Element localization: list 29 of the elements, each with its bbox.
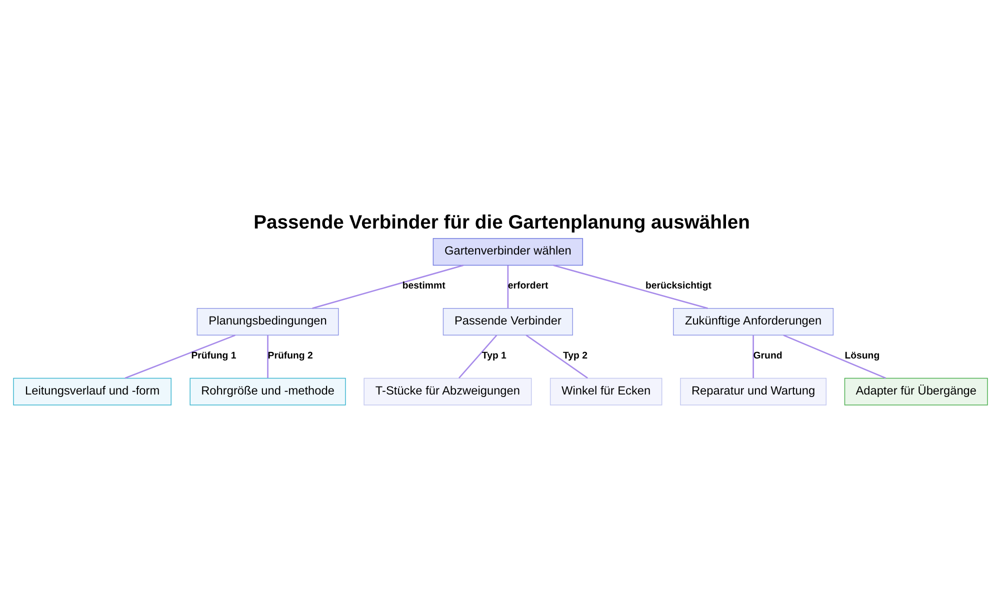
node-box: T-Stücke für Abzweigungen [363, 377, 532, 405]
node-box: Reparatur und Wartung [680, 377, 826, 405]
node-box: Planungsbedingungen [196, 308, 338, 336]
edge-label: Grund [752, 350, 782, 361]
node-box: Winkel für Ecken [549, 377, 662, 405]
edge-label: berücksichtigt [644, 280, 711, 292]
edge-label: Prüfung 1 [190, 350, 236, 361]
connector [552, 264, 708, 308]
diagram-title: Passende Verbinder für die Gartenplanung auswählen [253, 212, 750, 234]
connector [525, 334, 588, 378]
node-box: Rohrgröße und -methode [189, 377, 346, 405]
edge-label: Typ 2 [562, 350, 587, 361]
connector [312, 264, 463, 308]
edge-label: erfordert [507, 280, 548, 292]
edge-label: Lösung [844, 350, 880, 361]
connector [752, 334, 754, 378]
connector [124, 334, 235, 378]
edge-label: Typ 1 [481, 350, 506, 361]
node-box: Zukünftige Anforderungen [672, 308, 834, 336]
node-box: Passende Verbinder [442, 308, 572, 336]
edge-label: bestimmt [402, 280, 445, 292]
connector [266, 334, 268, 378]
edge-label: Prüfung 2 [267, 350, 312, 361]
connector [782, 334, 886, 378]
connector [506, 264, 508, 308]
connector [458, 334, 497, 378]
node-box: Gartenverbinder wählen [432, 238, 583, 266]
node-box: Adapter für Übergänge [844, 377, 988, 405]
node-box: Leitungsverlauf und -form [12, 377, 171, 405]
